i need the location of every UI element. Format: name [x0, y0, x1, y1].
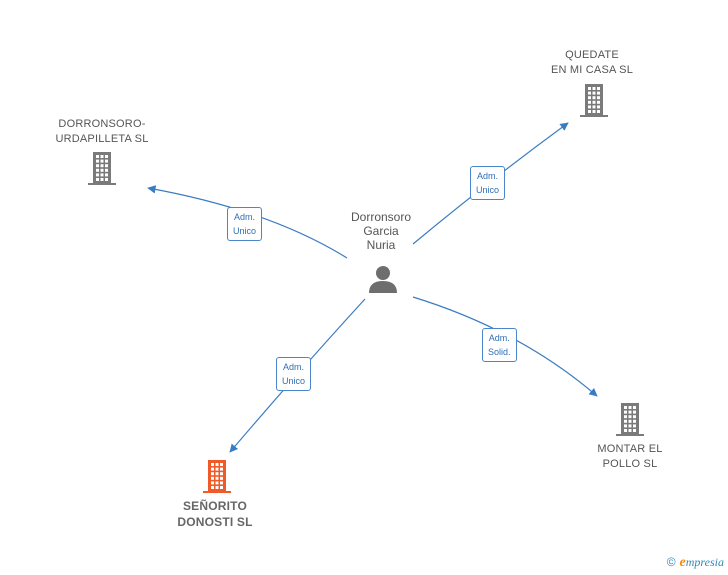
- building-icon: [88, 152, 116, 185]
- edge-label-line: Adm.: [283, 362, 305, 372]
- building-icon: [203, 460, 231, 493]
- edge-label-line: Unico: [282, 376, 306, 386]
- brand-initial: e: [679, 555, 686, 570]
- edge-label-senorito: Adm. Unico: [276, 357, 312, 391]
- edge-label-line: Adm.: [488, 333, 510, 343]
- company-name-line: POLLO SL: [602, 458, 658, 470]
- company-name-line: DORRONSORO-: [58, 118, 146, 130]
- edge-label-quedate: Adm. Unico: [470, 166, 506, 200]
- person-name-line: Nuria: [366, 238, 396, 252]
- person-icon: [369, 266, 397, 293]
- company-name-line: MONTAR EL: [597, 443, 663, 455]
- edge-label-montar: Adm. Solid.: [482, 328, 517, 362]
- company-name-line: URDAPILLETA SL: [55, 133, 149, 145]
- building-icon: [616, 403, 644, 436]
- company-label-senorito[interactable]: SEÑORITO DONOSTI SL: [155, 498, 275, 530]
- edge-label-line: Unico: [233, 226, 257, 236]
- company-name-line: DONOSTI SL: [177, 515, 253, 529]
- person-name[interactable]: Dorronsoro Garcia Nuria: [336, 210, 426, 252]
- edge-label-dorronsoro: Adm. Unico: [227, 207, 263, 241]
- company-name-line: QUEDATE: [565, 49, 619, 61]
- edge-label-line: Adm.: [477, 171, 499, 181]
- edge-label-line: Unico: [476, 185, 500, 195]
- company-label-montar[interactable]: MONTAR EL POLLO SL: [570, 442, 690, 472]
- copyright-icon: ©: [666, 555, 676, 569]
- company-label-dorronsoro[interactable]: DORRONSORO- URDAPILLETA SL: [42, 117, 162, 147]
- brand-name: mpresia: [685, 555, 724, 569]
- company-name-line: EN MI CASA SL: [550, 64, 634, 76]
- company-label-quedate[interactable]: QUEDATE EN MI CASA SL: [532, 48, 652, 78]
- brand-logo: ©empresia: [667, 555, 724, 571]
- edge-label-line: Solid.: [488, 347, 511, 357]
- person-name-line: Garcia: [363, 224, 399, 238]
- person-name-line: Dorronsoro: [350, 210, 412, 224]
- company-name-line: SEÑORITO: [182, 499, 248, 513]
- building-icon: [580, 84, 608, 117]
- edge-label-line: Adm.: [234, 212, 256, 222]
